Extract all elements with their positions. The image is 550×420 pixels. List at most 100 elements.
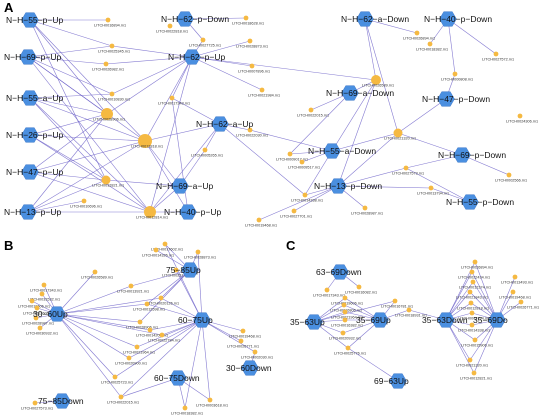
edges-layer xyxy=(27,17,522,409)
transcript-node-dot xyxy=(362,205,368,211)
transcript-node: LITCH0026771.m1 xyxy=(507,299,539,310)
transcript-node-dot xyxy=(469,310,475,316)
transcript-node-label: LITCH0026771.m1 xyxy=(507,306,539,310)
transcript-node-dot xyxy=(202,147,208,153)
transcript-node-label: LITCH0007896.m1 xyxy=(238,70,270,74)
comparison-node-label: N−H−47−p−Down xyxy=(422,94,490,104)
edge-b1-lb23 xyxy=(56,313,116,378)
comparison-node-label: 75−85Up xyxy=(166,265,201,275)
comparison-node: 75−85Down xyxy=(38,393,84,409)
transcript-node-dot xyxy=(403,165,409,171)
edge-a1-la22 xyxy=(29,19,146,142)
transcript-node-dot xyxy=(414,30,420,36)
transcript-node-label: LITCH0025345.m1 xyxy=(98,50,130,54)
transcript-node-dot xyxy=(159,332,165,338)
transcript-node: LITCH0025345.m1 xyxy=(98,43,130,54)
transcript-node: LITCH0016894.m1 xyxy=(94,17,126,28)
transcript-node: LITCH0027573.m1 xyxy=(392,165,424,176)
transcript-node: LITCH0028987.m1 xyxy=(351,205,383,216)
transcript-node-dot xyxy=(470,279,476,285)
comparison-node-label: 35−69Do xyxy=(473,315,508,325)
transcript-node-dot xyxy=(112,374,118,380)
transcript-node-dot xyxy=(324,287,330,293)
comparison-node-label: N−H−40−p−Down xyxy=(424,14,492,24)
transcript-node-label: LITCH0003618.m1 xyxy=(196,404,228,408)
edge-a12-la29 xyxy=(304,150,333,196)
transcript-node: LITCH0012374.m1 xyxy=(459,279,491,290)
transcript-node-label: LITCH0020126.m1 xyxy=(147,302,179,306)
transcript-node-label: LITCH0022434.m1 xyxy=(458,276,490,280)
edge-b2-lb15 xyxy=(146,269,191,305)
transcript-node-dot xyxy=(200,37,206,43)
transcript-node: LITCH0014338.m1 xyxy=(458,322,490,333)
transcript-node: LITCH0025172.m1 xyxy=(162,267,194,278)
transcript-node-label: LITCH0012598.m1 xyxy=(133,308,165,312)
transcript-node-label: LITCH0018931.m1 xyxy=(395,314,427,318)
transcript-node: LITCH0018931.m1 xyxy=(395,307,427,318)
edge-a13-la20 xyxy=(397,132,463,156)
comparison-node-hexagon xyxy=(488,312,506,328)
transcript-node: LITCH0018382.m1 xyxy=(171,405,203,416)
transcript-node-dot xyxy=(128,283,134,289)
edge-a10-la35 xyxy=(149,123,221,213)
transcript-node-dot xyxy=(173,267,179,273)
transcript-node: LITCH0014338.m1 xyxy=(291,192,323,203)
edge-b3-lb23 xyxy=(114,319,203,378)
comparison-node-hexagon xyxy=(181,262,199,278)
edge-a16-la31 xyxy=(258,185,339,221)
transcript-node-dot xyxy=(39,291,45,297)
transcript-node: LITCH0022015.m1 xyxy=(107,394,139,405)
comparison-node-label: N−H−47−p−Up xyxy=(6,167,63,177)
transcript-node-label: LITCH0016894.m1 xyxy=(94,24,126,28)
edge-b1-lb15 xyxy=(56,303,148,315)
transcript-node-label: LITCH0019468.m1 xyxy=(229,335,261,339)
transcript-node-dot xyxy=(238,338,244,344)
transcript-node-dot xyxy=(302,192,308,198)
transcript-node: LITCH0025776.m1 xyxy=(334,345,366,356)
transcript-node-dot xyxy=(467,289,473,295)
transcript-node-dot xyxy=(247,127,253,133)
edge-a16-la26 xyxy=(337,167,407,187)
transcript-node: LITCH0021320.m1 xyxy=(456,357,488,368)
comparison-node-label: N−H−55−p−Up xyxy=(6,15,63,25)
transcript-node: LITCH0026894.m1 xyxy=(403,30,435,41)
transcript-node-label: LITCH0017602.m1 xyxy=(151,248,183,252)
edge-a14-la22 xyxy=(29,140,146,173)
transcript-node-label: LITCH0024306.m1 xyxy=(506,120,538,124)
edge-b3-lb14 xyxy=(160,297,203,321)
transcript-node: LITCH0021843.m1 xyxy=(456,289,488,300)
edge-a15-la22 xyxy=(144,140,181,187)
transcript-node-dot xyxy=(341,302,347,308)
transcript-node-label: LITCH0022818.m1 xyxy=(156,30,188,34)
transcript-node-dot xyxy=(308,107,314,113)
transcript-node-label: LITCH0010830.m1 xyxy=(98,98,130,102)
transcript-node-label: LITCH0026589.m1 xyxy=(362,84,394,88)
transcript-node: LITCH0019468.m1 xyxy=(245,217,277,228)
edge-a5-la13 xyxy=(27,56,113,95)
transcript-node: LITCH0017343.m1 xyxy=(30,282,62,293)
edge-a13-la27 xyxy=(461,154,510,176)
transcript-node: LITCH0000808.m1 xyxy=(441,71,473,82)
transcript-node: LITCH0009017.m1 xyxy=(276,151,308,162)
transcript-node: LITCH0017343.m1 xyxy=(313,287,345,298)
transcript-node-dot xyxy=(182,405,188,411)
edge-b1-lb24 xyxy=(56,313,122,398)
transcript-node-label: LITCH0028987.m1 xyxy=(351,212,383,216)
edge-a16-la32 xyxy=(293,185,339,212)
transcript-node-dot xyxy=(167,23,173,29)
transcript-node-dot xyxy=(392,298,398,304)
transcript-node-label: LITCH0021320.m1 xyxy=(456,364,488,368)
transcript-node-label: LITCH0025723.m1 xyxy=(101,381,133,385)
panel-letter-a: A xyxy=(4,0,14,15)
transcript-node: LITCH0009517.m1 xyxy=(288,159,320,170)
transcript-node-dot xyxy=(138,134,152,148)
edge-c5-lc4 xyxy=(474,261,498,321)
transcript-node-label: LITCH0014338.m1 xyxy=(291,199,323,203)
transcript-node-dot xyxy=(256,217,262,223)
edge-a8-la24 xyxy=(289,92,351,155)
edge-c4-lc23 xyxy=(445,319,475,374)
transcript-node-dot xyxy=(33,315,39,321)
comparison-node: N−H−13−p−Down xyxy=(314,178,382,194)
transcript-node: LITCH0022434.m1 xyxy=(458,269,490,280)
